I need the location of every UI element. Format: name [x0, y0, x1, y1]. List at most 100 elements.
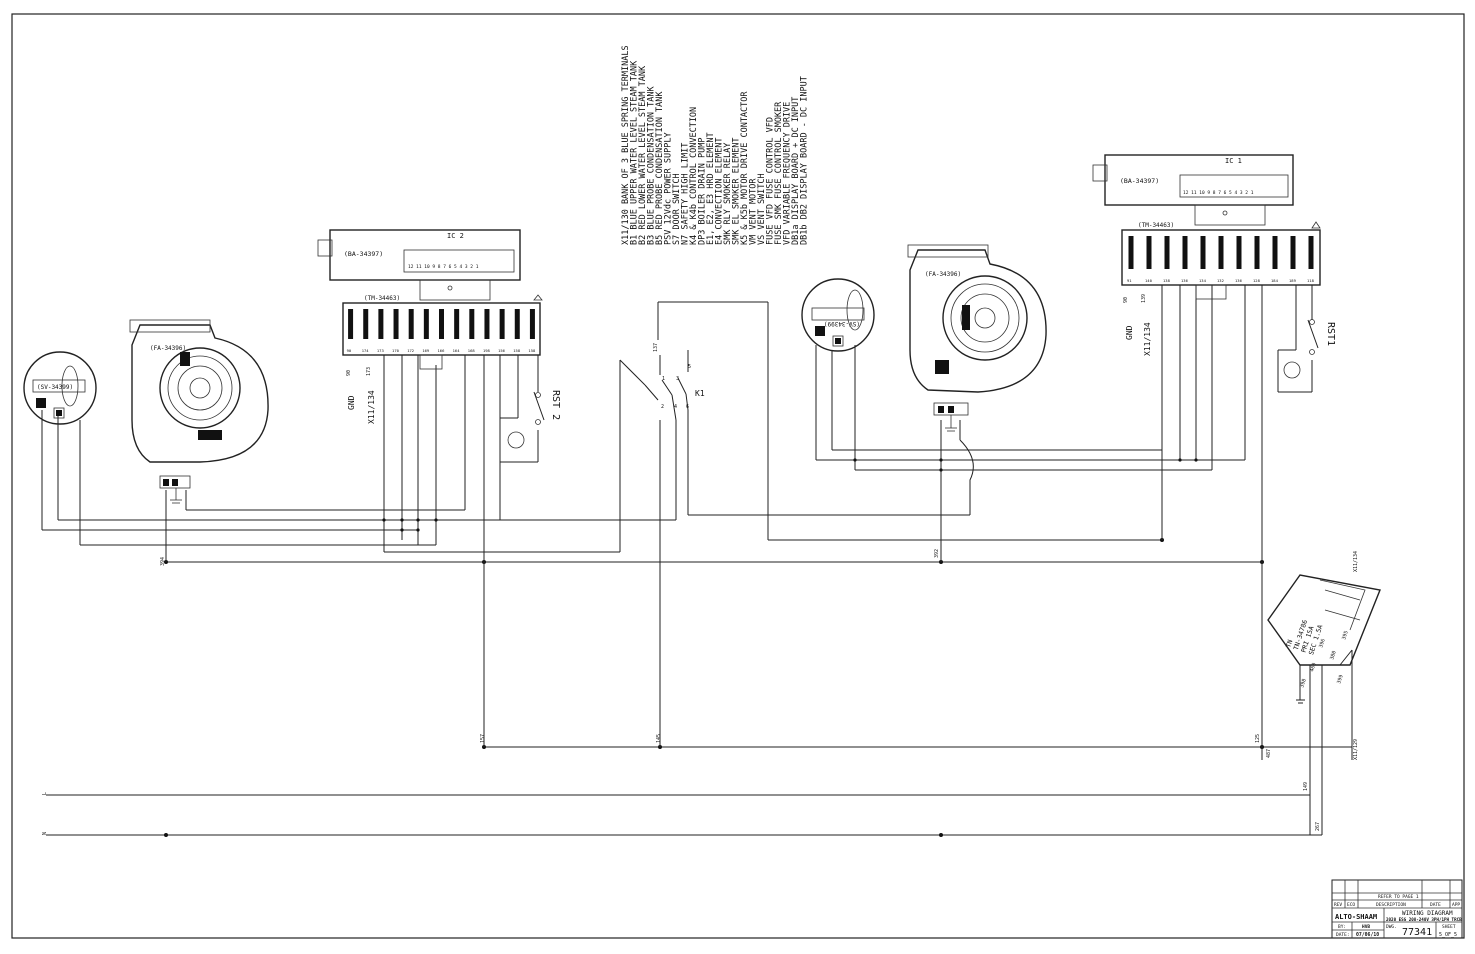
- terminal-slot: [408, 309, 414, 339]
- terminal-slot: [1128, 236, 1134, 269]
- left-reset-label: RST 2: [550, 390, 561, 420]
- terminal-slot: [1182, 236, 1188, 269]
- left-ic-part: (BA-34397): [344, 250, 383, 258]
- transformer-wire-398: 398: [1299, 678, 1307, 688]
- transformer-wire-460: 460: [1309, 662, 1317, 672]
- wire-149: 149: [1303, 782, 1309, 791]
- terminal-slot: [393, 309, 399, 339]
- text-labels: IC 2 (BA-34397) 12 11 10 9 8 7 6 5 4 3 2…: [37, 157, 1462, 938]
- tb-sheet: 5_OF_5: [1439, 932, 1457, 938]
- transformer-line-1: TN: [1284, 639, 1294, 649]
- terminal-pin-label: 118: [1307, 278, 1315, 283]
- terminal-slot: [1218, 236, 1224, 269]
- tb-app: APP: [1452, 902, 1460, 908]
- legend-line: VM VENT MOTOR: [749, 178, 759, 245]
- relay-contact-2: 2: [661, 404, 664, 410]
- relay-contact-3: 3: [676, 376, 679, 382]
- terminal-pin-label: 128: [1253, 278, 1261, 283]
- terminal-pin-label: 136: [1235, 278, 1243, 283]
- terminal-pin-label: 174: [362, 348, 370, 353]
- sheet-border: [11, 13, 1465, 939]
- terminal-slot: [1236, 236, 1242, 269]
- tb-desc: DESCRIPTION: [1376, 902, 1406, 908]
- transformer-wire-380: 380: [1329, 650, 1337, 660]
- left-fan-part: (FA-34396): [150, 345, 186, 352]
- transformer-wire-top: X11/134: [1353, 551, 1359, 572]
- terminal-pin-label: 170: [392, 348, 400, 353]
- legend-line: K5 & K5b MOTOR DRIVE CONTACTOR: [740, 91, 750, 245]
- terminal-pin-label: 166: [438, 348, 446, 353]
- terminal-slot: [1200, 236, 1206, 269]
- right-x11: X11/134: [1143, 322, 1152, 356]
- right-fan: [907, 244, 1047, 432]
- tb-dwg-label: DWG.: [1386, 924, 1397, 930]
- left-sensor: [23, 351, 97, 425]
- tb-date-col: DATE: [1430, 902, 1441, 908]
- terminal-pin-label: 134: [1199, 278, 1207, 283]
- legend-line: FUSE SMK FUSE CONTROL SMOKER: [774, 101, 784, 245]
- left-reset: [499, 355, 545, 463]
- legend-line: DB1a DISPLAY BOARD + DC INPUT: [791, 97, 801, 245]
- terminal-slot: [1272, 236, 1278, 269]
- legend-line: E4 CONVECTION ELEMENT: [715, 138, 725, 245]
- legend-line: PSV 12Vdc POWER SUPPLY: [664, 132, 674, 245]
- terminal-pin-label: 169: [422, 348, 430, 353]
- relay-contact-4: 4: [674, 404, 677, 410]
- line-N: N: [42, 832, 48, 835]
- left-ic-label: IC 2: [447, 232, 464, 240]
- relay-contact-5: 5: [688, 364, 691, 370]
- terminal-pin-label: 168: [468, 348, 476, 353]
- tb-rev: REV: [1334, 902, 1342, 908]
- left-ic-pins: 12 11 10 9 8 7 6 5 4 3 2 1: [408, 264, 479, 270]
- wire-145: 145: [656, 734, 662, 743]
- legend-line: B2 RED LOWER WATER LEVEL STEAM TANK: [638, 65, 648, 245]
- right-ic-board: [1092, 154, 1294, 226]
- tb-ref: REFER TO PAGE 1: [1378, 894, 1419, 900]
- wire-392: 392: [934, 549, 940, 558]
- terminal-slot: [1164, 236, 1170, 269]
- left-tm-part: (TM-34463): [364, 295, 400, 302]
- relay-contact-6: 6: [686, 404, 689, 410]
- legend-line: B3 BLUE PROBE CONDENSATION TANK: [647, 85, 657, 245]
- tb-date-label: DATE:: [1336, 932, 1350, 938]
- terminal-slot: [1254, 236, 1260, 269]
- terminal-pin-label: 158: [528, 348, 536, 353]
- left-x11-wire: 173: [366, 367, 372, 376]
- terminal-slot: [439, 309, 444, 339]
- terminal-pin-label: 172: [407, 348, 414, 353]
- wire-394: 394: [160, 557, 166, 566]
- legend: X11/130 BANK OF 3 BLUE SPRING TERMINALSB…: [621, 45, 810, 245]
- right-reset: [1277, 285, 1319, 393]
- legend-line: B1 BLUE UPPER WATER LEVEL STEAM TANK: [630, 60, 640, 245]
- terminal-slot: [469, 309, 475, 339]
- left-x11: X11/134: [367, 390, 376, 424]
- right-ic-pins: 12 11 10 9 8 7 6 5 4 3 2 1: [1183, 190, 1254, 196]
- terminal-slot: [514, 309, 520, 339]
- transformer-wire-396: 396: [1318, 638, 1326, 648]
- transformer-wire-395: 395: [1341, 630, 1349, 640]
- terminal-slot: [423, 309, 429, 339]
- terminal-slot: [454, 309, 460, 339]
- terminal-pin-label: 132: [1217, 278, 1224, 283]
- transformer-wire-399: 399: [1336, 674, 1344, 684]
- terminal-slot: [529, 309, 535, 339]
- line-L: L: [42, 792, 48, 795]
- left-sensor-part: (SV-34399): [37, 384, 73, 391]
- terminal-pin-label: 91: [1127, 278, 1132, 283]
- wire-267: 267: [1315, 822, 1321, 831]
- right-gnd-wire: 90: [1123, 297, 1129, 303]
- left-gnd-wire: 90: [346, 370, 352, 376]
- terminal-slot: [1308, 236, 1314, 269]
- wire-125: 125: [1255, 734, 1261, 743]
- terminal-pin-label: 198: [483, 348, 491, 353]
- right-sensor-part: (SV-34399): [824, 320, 860, 327]
- terminal-pin-label: 173: [377, 348, 384, 353]
- right-fan-part: (FA-34396): [925, 271, 961, 278]
- legend-line: K4 & K4b CONTROL CONVECTION: [689, 107, 699, 245]
- terminal-pin-label: 189: [1289, 278, 1297, 283]
- right-ic-part: (BA-34397): [1120, 177, 1159, 185]
- right-x11-wire: 139: [1141, 294, 1147, 303]
